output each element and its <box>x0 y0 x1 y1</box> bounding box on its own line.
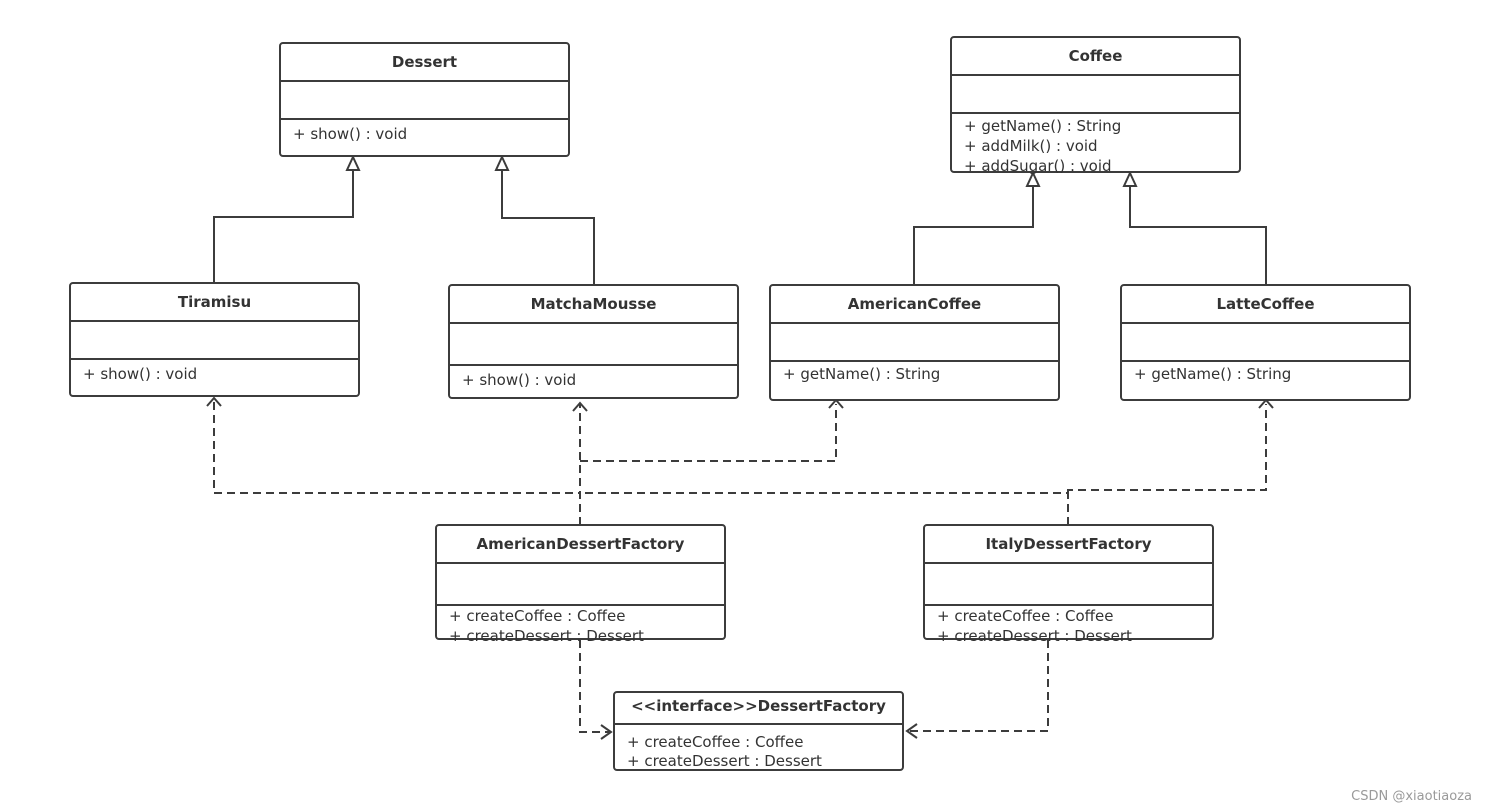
operation: + show() : void <box>83 365 198 383</box>
operation: + getName() : String <box>1134 365 1292 383</box>
realization-arrowhead <box>600 724 613 740</box>
class-lattecoffee[interactable]: LatteCoffee + getName() : String <box>1120 284 1411 401</box>
generalization-tiramisu-dessert <box>213 157 354 284</box>
interface-name: <<interface>>DessertFactory <box>615 693 902 725</box>
operations-section: + createCoffee : Coffee + createDessert … <box>925 606 1212 646</box>
operation: + show() : void <box>293 125 408 143</box>
attributes-section <box>952 76 1239 114</box>
dependency-americanfactory-tiramisu <box>213 400 581 525</box>
class-name: Tiramisu <box>71 284 358 322</box>
operation: + show() : void <box>462 371 577 389</box>
attributes-section <box>281 82 568 120</box>
attributes-section <box>925 564 1212 606</box>
dependency-arrowhead <box>206 396 222 407</box>
dependency-italyfactory-latte <box>1067 404 1267 493</box>
operations-section: + show() : void <box>281 120 568 144</box>
operation: + createDessert : Dessert <box>937 627 1132 645</box>
operations-section: + getName() : String <box>1122 362 1409 384</box>
class-italydessertfactory[interactable]: ItalyDessertFactory + createCoffee : Cof… <box>923 524 1214 645</box>
generalization-arrowhead <box>1122 170 1138 187</box>
dependency-italyfactory-tiramisu <box>580 492 1069 525</box>
operation: + addMilk() : void <box>964 137 1098 155</box>
class-name: LatteCoffee <box>1122 286 1409 324</box>
attributes-section <box>437 564 724 606</box>
generalization-latte-coffee <box>1129 173 1267 286</box>
realization-arrowhead <box>905 723 918 739</box>
class-name: AmericanCoffee <box>771 286 1058 324</box>
realization-italyfactory-interface <box>907 640 1049 732</box>
attributes-section <box>71 322 358 360</box>
watermark: CSDN @xiaotiaoza <box>1351 789 1472 804</box>
class-coffee[interactable]: Coffee + getName() : String + addMilk() … <box>950 36 1241 176</box>
operation: + createDessert : Dessert <box>627 752 822 770</box>
operation: + getName() : String <box>783 365 941 383</box>
class-tiramisu[interactable]: Tiramisu + show() : void <box>69 282 360 397</box>
operation: + createCoffee : Coffee <box>449 607 626 625</box>
operations-section: + createCoffee : Coffee + createDessert … <box>615 725 902 771</box>
generalization-arrowhead <box>1025 170 1041 187</box>
operation: + createDessert : Dessert <box>449 627 644 645</box>
class-dessert[interactable]: Dessert + show() : void <box>279 42 570 157</box>
attributes-section <box>771 324 1058 362</box>
generalization-americancoffee-coffee <box>913 173 1034 286</box>
dependency-americanfactory-americancoffee <box>580 404 837 462</box>
operations-section: + getName() : String <box>771 362 1058 384</box>
class-name: AmericanDessertFactory <box>437 526 724 564</box>
attributes-section <box>1122 324 1409 362</box>
class-name: ItalyDessertFactory <box>925 526 1212 564</box>
generalization-arrowhead <box>494 154 510 171</box>
class-name: Coffee <box>952 38 1239 76</box>
operations-section: + show() : void <box>450 366 737 390</box>
operation: + addSugar() : void <box>964 157 1112 175</box>
realization-americanfactory-interface <box>579 640 610 733</box>
dependency-arrowhead <box>572 401 588 412</box>
operations-section: + getName() : String + addMilk() : void … <box>952 114 1239 176</box>
class-americandessertfactory[interactable]: AmericanDessertFactory + createCoffee : … <box>435 524 726 645</box>
operations-section: + createCoffee : Coffee + createDessert … <box>437 606 724 646</box>
operations-section: + show() : void <box>71 360 358 384</box>
class-matchamousse[interactable]: MatchaMousse + show() : void <box>448 284 739 399</box>
operation: + createCoffee : Coffee <box>627 733 804 751</box>
class-name: MatchaMousse <box>450 286 737 324</box>
operation: + createCoffee : Coffee <box>937 607 1114 625</box>
interface-dessertfactory[interactable]: <<interface>>DessertFactory + createCoff… <box>613 691 904 771</box>
operation: + getName() : String <box>964 117 1122 135</box>
class-name: Dessert <box>281 44 568 82</box>
generalization-matcha-dessert <box>501 157 595 286</box>
generalization-arrowhead <box>345 154 361 171</box>
attributes-section <box>450 324 737 366</box>
class-americancoffee[interactable]: AmericanCoffee + getName() : String <box>769 284 1060 401</box>
